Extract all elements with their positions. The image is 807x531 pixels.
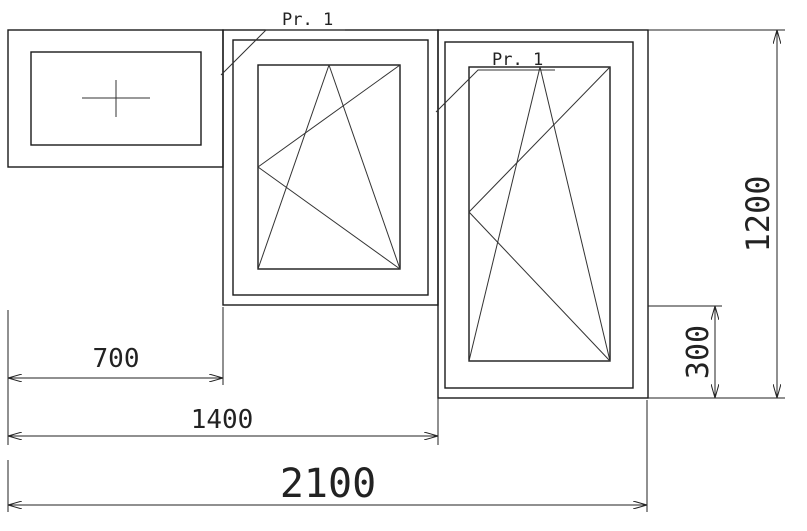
dimension-2100-label: 2100 <box>280 461 376 507</box>
dimension-300-label: 300 <box>681 325 716 379</box>
profile-label-1: Pr. 1 <box>282 10 333 30</box>
profile-leader-1: Pr. 1 <box>220 10 345 76</box>
right-window-glass <box>468 66 611 362</box>
right-tilt-turn-opening-icon <box>468 66 611 362</box>
dimension-700-label: 700 <box>93 344 140 374</box>
dimension-300: 300 <box>648 305 722 398</box>
fixed-window <box>7 29 224 168</box>
right-window-frame <box>437 29 649 399</box>
profile-label-2: Pr. 1 <box>492 50 543 70</box>
right-window <box>437 29 649 399</box>
dimension-1200-label: 1200 <box>739 175 777 252</box>
dimension-1400-label: 1400 <box>191 405 254 435</box>
middle-window-sash <box>232 39 429 296</box>
middle-window <box>222 29 439 306</box>
fixed-glass-cross-icon <box>82 80 150 117</box>
right-window-sash <box>444 41 634 389</box>
dimension-2100: 2100 <box>7 400 648 512</box>
middle-window-glass <box>257 64 401 270</box>
profile-leader-2: Pr. 1 <box>435 50 555 113</box>
dimension-1200: 1200 <box>648 29 785 399</box>
middle-tilt-turn-opening-icon <box>257 64 401 270</box>
dimension-1400: 1400 <box>7 385 439 445</box>
fixed-window-glass <box>30 51 202 146</box>
dimension-700: 700 <box>7 307 224 385</box>
middle-window-frame <box>222 29 439 306</box>
